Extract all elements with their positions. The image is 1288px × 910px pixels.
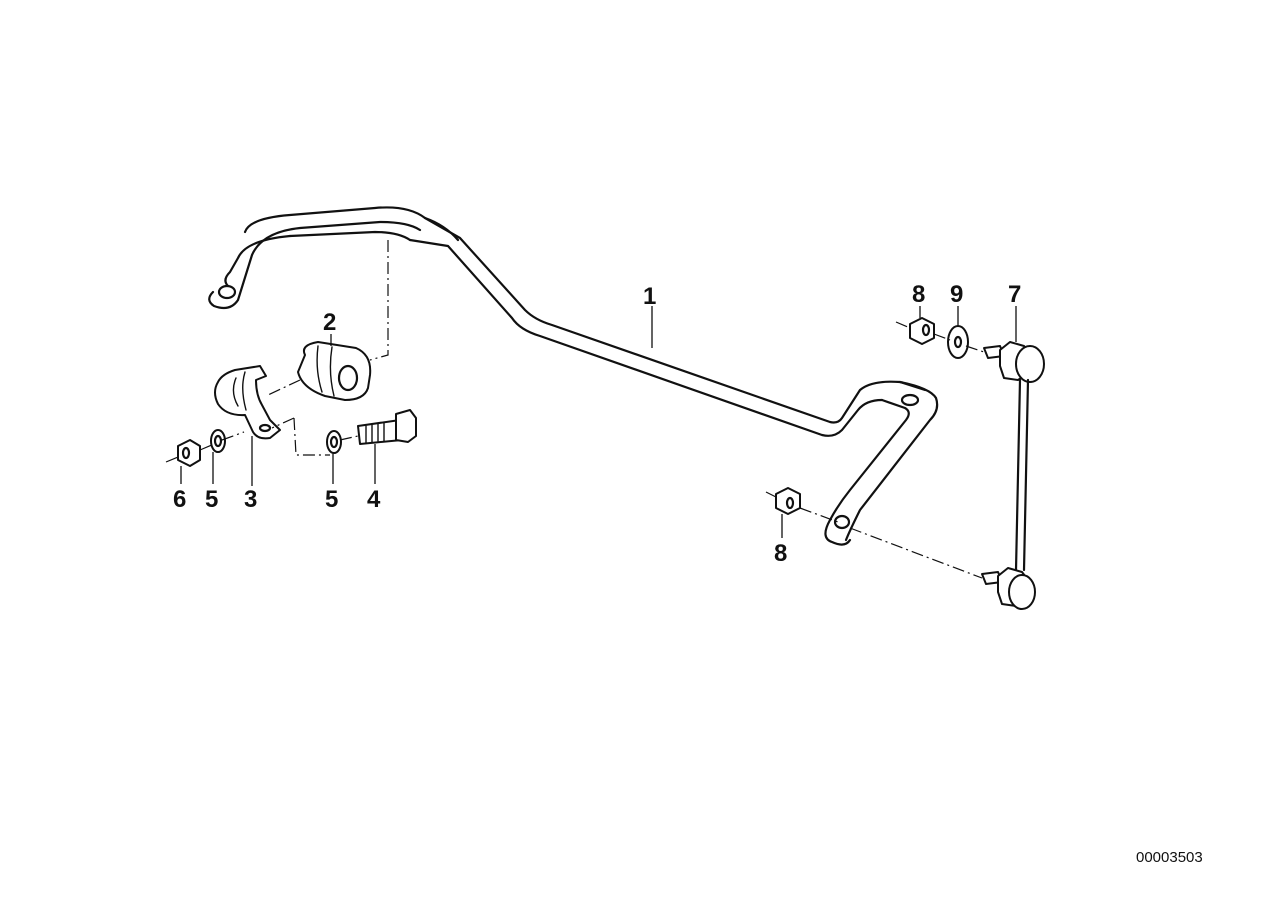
- callout-5-bolt: 5: [325, 486, 338, 513]
- leader-lines: [180, 306, 1017, 538]
- hex-bolt: [357, 409, 417, 445]
- hex-nut-lower: [775, 487, 801, 515]
- stabilizer-link: [981, 341, 1045, 610]
- rubber-mounting: [297, 341, 372, 401]
- callout-9: 9: [950, 281, 963, 308]
- assembly-lines: [165, 240, 985, 579]
- callout-3: 3: [244, 486, 257, 513]
- callout-6: 6: [173, 486, 186, 513]
- washer-bolt: [326, 430, 342, 454]
- callout-1: 1: [643, 283, 656, 310]
- reference-number: 00003503: [1136, 849, 1203, 866]
- bracket: [214, 365, 281, 440]
- callout-8-upper: 8: [912, 281, 925, 308]
- callout-4: 4: [367, 486, 381, 513]
- callout-7: 7: [1008, 281, 1021, 308]
- hex-nut-left: [177, 439, 201, 467]
- callout-5-left: 5: [205, 486, 218, 513]
- washer-left: [210, 429, 226, 453]
- washer-upper: [947, 325, 969, 359]
- callout-2: 2: [323, 309, 336, 336]
- hex-nut-upper: [909, 317, 935, 345]
- stabilizer-bar: [208, 206, 939, 546]
- callouts: 1 2 3 4 5 5 6 7 8 8 9: [173, 281, 1021, 567]
- callout-8-lower: 8: [774, 540, 787, 567]
